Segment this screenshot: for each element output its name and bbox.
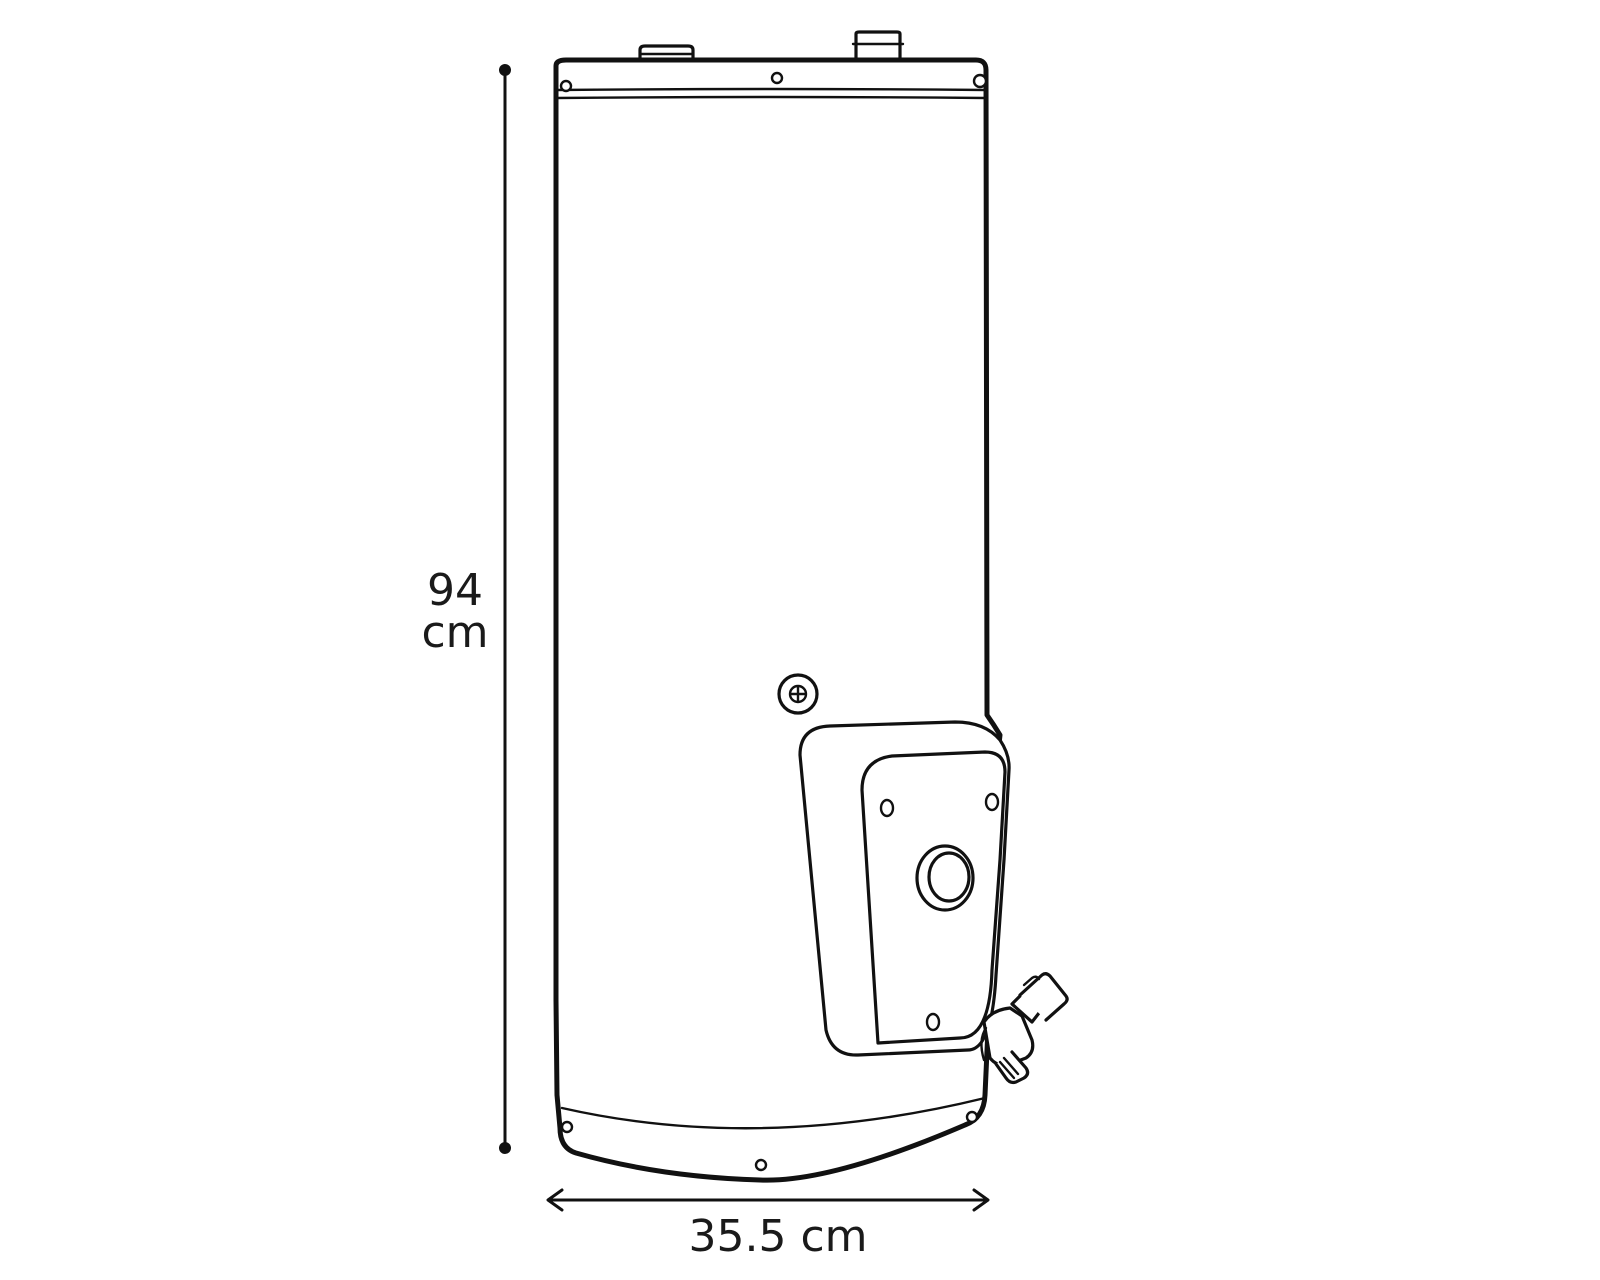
width-dimension: 35.5 cm	[546, 1188, 990, 1262]
width-arrow-left	[546, 1188, 564, 1212]
height-dimension-bottom-dot	[499, 1142, 511, 1154]
height-unit-label: cm	[421, 607, 488, 658]
height-dimension: 94 cm	[421, 64, 511, 1154]
panel-screw-top-right	[984, 792, 1000, 812]
panel-screw-bottom	[925, 1012, 941, 1032]
panel-screw-top-left	[879, 798, 895, 818]
height-value-label: 94	[427, 565, 483, 616]
drain-valve-handle-top	[1022, 975, 1041, 987]
tank-bottom-rim	[560, 1096, 987, 1130]
drain-valve-handle	[1018, 972, 1069, 1022]
top-screw-right	[972, 73, 988, 89]
width-label: 35.5 cm	[688, 1211, 867, 1262]
drain-valve-outlet-thread-2	[998, 1060, 1016, 1080]
top-screw-left	[559, 79, 573, 93]
height-dimension-top-dot	[499, 64, 511, 76]
drain-valve-mount	[980, 1026, 988, 1062]
drain-valve	[980, 972, 1069, 1085]
tank-top-rim-lower	[554, 95, 988, 100]
bottom-screw-right	[965, 1110, 979, 1124]
width-arrow-right	[972, 1188, 990, 1212]
bottom-screw-center	[754, 1158, 768, 1172]
bottom-screw-left	[560, 1120, 574, 1134]
water-heater-tank	[553, 30, 1069, 1183]
thermostat-knob-inner	[927, 851, 971, 903]
tank-top-rim	[554, 87, 988, 92]
top-screw-center	[770, 71, 784, 85]
drain-valve-outlet-thread-1	[1002, 1056, 1020, 1076]
